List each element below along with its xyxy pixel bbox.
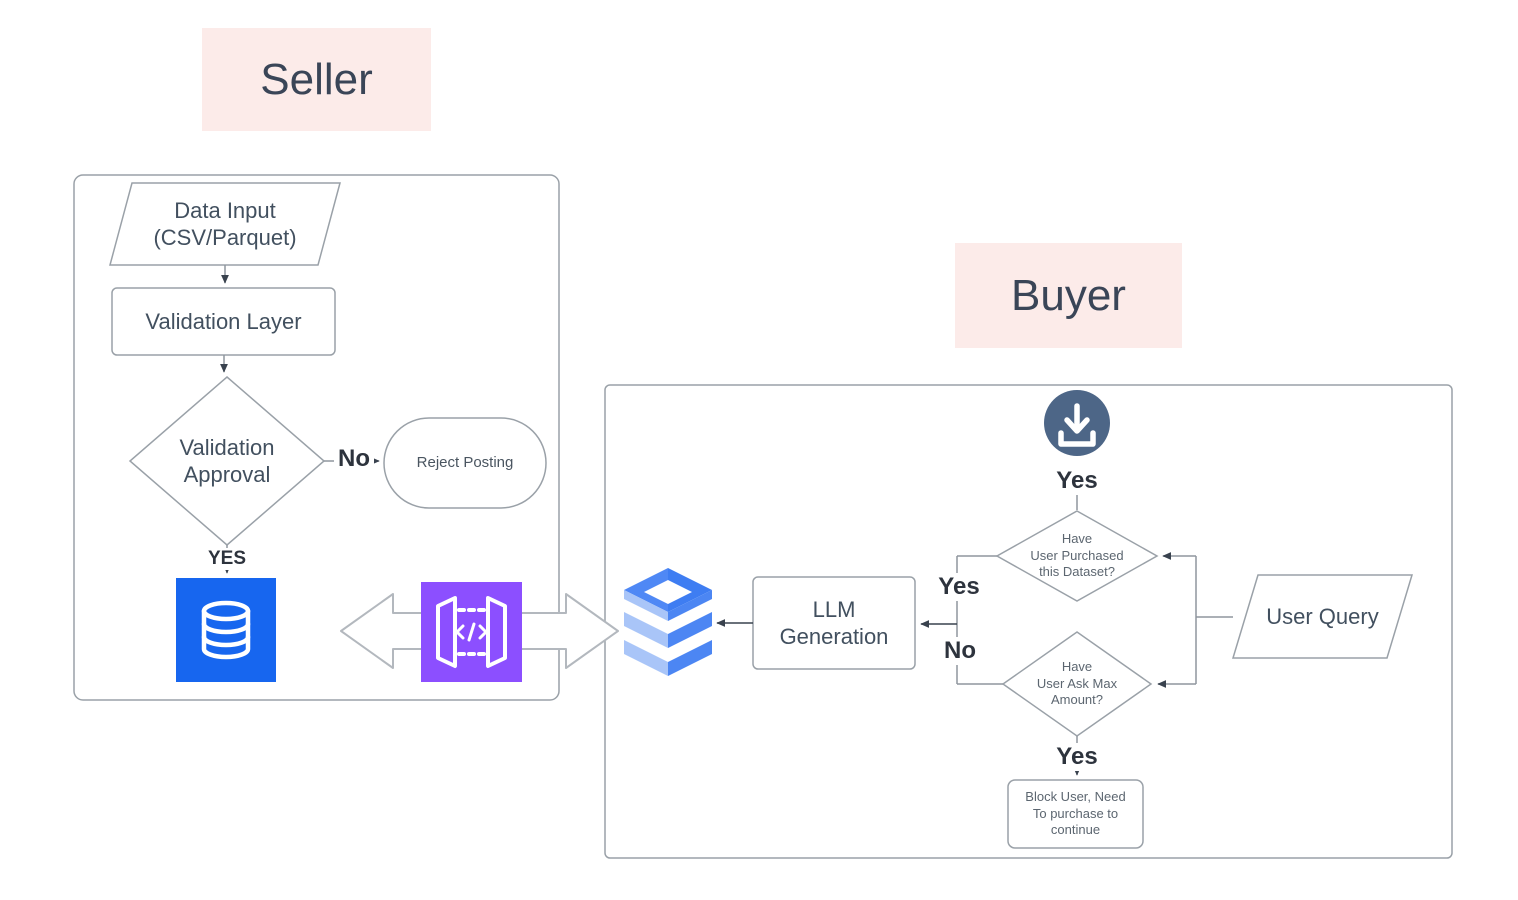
llm-line1: LLM	[812, 596, 856, 622]
block-line1: Block User, Need	[1025, 788, 1126, 804]
purchased-line3: this Dataset?	[1039, 564, 1115, 580]
user-query-parallelogram	[1231, 574, 1414, 659]
block-user-label: Block User, Need To purchase to continue	[1008, 780, 1143, 848]
buyer-section-label: Buyer	[955, 243, 1182, 348]
llm-generation-label: LLM Generation	[753, 577, 915, 669]
yes-label-download: Yes	[1050, 467, 1104, 495]
reject-posting-stadium	[383, 417, 547, 509]
yes-branch-label-buyer: Yes	[934, 573, 984, 601]
purchased-line2: User Purchased	[1030, 547, 1124, 563]
max-line1: Have	[1061, 658, 1093, 674]
approval-line1: Validation	[179, 434, 275, 460]
data-input-line1: Data Input	[174, 197, 276, 223]
user-query-label: User Query	[1266, 603, 1379, 629]
block-line3: continue	[1050, 822, 1101, 838]
max-line3: Amount?	[1050, 692, 1104, 708]
data-input-parallelogram	[109, 182, 341, 266]
connector-userquery-split	[1158, 555, 1233, 685]
yes-branch-label-seller: YES	[201, 548, 253, 570]
database-icon	[176, 578, 276, 682]
block-user-rect	[1007, 779, 1144, 849]
yes-label-block: Yes	[1050, 743, 1104, 771]
no-branch-label-buyer: No	[938, 637, 982, 665]
data-stack-icon	[624, 568, 712, 676]
reject-posting-label: Reject Posting	[416, 453, 514, 471]
max-line2: User Ask Max	[1036, 675, 1118, 691]
seller-section-label: Seller	[202, 28, 431, 131]
max-amount-diamond-label: Have User Ask Max Amount?	[1003, 649, 1151, 719]
block-line2: To purchase to	[1032, 805, 1119, 821]
download-icon	[1044, 390, 1110, 456]
validation-approval-label: Validation Approval	[130, 395, 324, 527]
purchased-diamond	[995, 510, 1159, 602]
purchased-line1: Have	[1061, 530, 1093, 546]
llm-line2: Generation	[779, 624, 889, 649]
purchased-diamond-label: Have User Purchased this Dataset?	[1000, 521, 1154, 591]
api-gateway-icon	[421, 582, 522, 682]
no-branch-label-seller: No	[334, 445, 374, 473]
approval-line2: Approval	[183, 462, 271, 487]
data-input-line2: (CSV/Parquet)	[153, 225, 297, 250]
validation-layer-label: Validation Layer	[145, 308, 302, 334]
data-input-label: Data Input (CSV/Parquet)	[110, 183, 340, 265]
